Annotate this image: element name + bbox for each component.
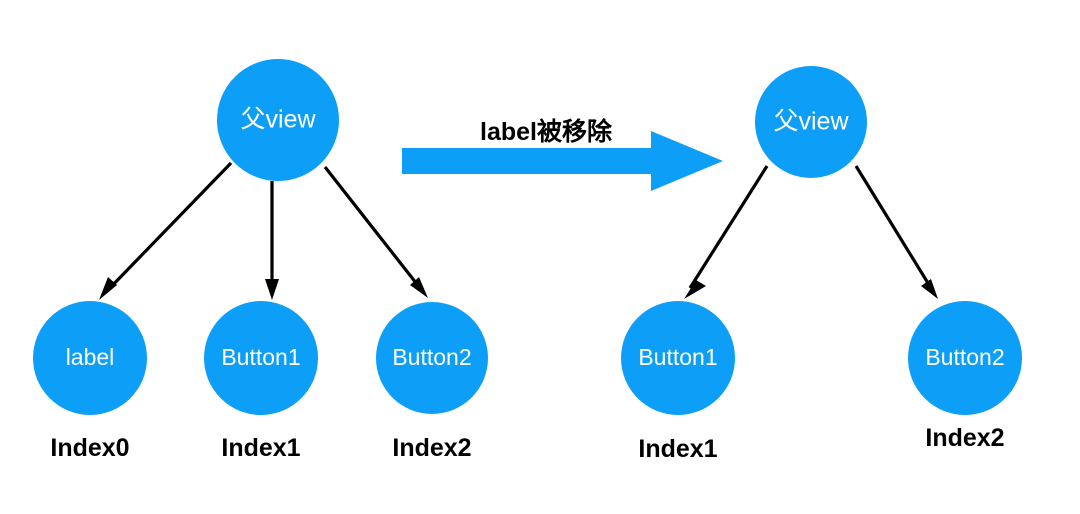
after-edges [684, 165, 938, 299]
before-child-button1[interactable]: Button1 Index1 [204, 301, 318, 462]
before-child-circle-label[interactable] [33, 301, 147, 415]
before-parent-label: 父view [240, 106, 316, 134]
before-group: 父view label Index0 Button1 Index1 Button… [33, 59, 488, 462]
edge-parent-to-button2 [323, 166, 428, 298]
after-parent-label: 父view [773, 108, 849, 136]
after-child-button1-text: Button1 [638, 344, 717, 370]
before-child-label[interactable]: label Index0 [33, 301, 147, 462]
before-child-button2-text: Button2 [392, 344, 471, 370]
after-child-circle-button2[interactable] [908, 301, 1022, 415]
after-child-circle-button1[interactable] [621, 301, 735, 415]
transition-arrow-group: label被移除 [402, 117, 723, 191]
right-block-arrow-icon [402, 131, 723, 191]
after-parent-node[interactable]: 父view [755, 66, 867, 178]
after-child-button2[interactable]: Button2 Index2 [908, 301, 1022, 452]
before-parent-circle[interactable] [217, 59, 339, 181]
after-group: 父view Button1 Index1 Button2 Index2 [621, 66, 1022, 463]
transition-label: label被移除 [480, 117, 613, 146]
after-child-button1[interactable]: Button1 Index1 [621, 301, 735, 463]
before-child-button2[interactable]: Button2 Index2 [376, 302, 488, 462]
before-child-circle-button1[interactable] [204, 301, 318, 415]
edge-parent-to-button2-after [854, 165, 938, 299]
after-child-button2-text: Button2 [925, 344, 1004, 370]
edge-parent-to-button1-after [684, 165, 769, 299]
edge-parent-to-label [99, 161, 233, 300]
after-index-caption-1: Index1 [638, 435, 717, 463]
before-parent-node[interactable]: 父view [217, 59, 339, 181]
after-index-caption-2: Index2 [925, 424, 1004, 452]
before-edges [99, 161, 428, 300]
after-parent-circle[interactable] [755, 66, 867, 178]
before-index-caption-2: Index2 [392, 434, 471, 462]
before-index-caption-1: Index1 [221, 434, 300, 462]
edge-parent-to-button1 [265, 181, 279, 300]
before-index-caption-0: Index0 [50, 434, 129, 462]
before-child-label-text: label [66, 344, 115, 370]
before-child-button1-text: Button1 [221, 344, 300, 370]
before-child-circle-button2[interactable] [376, 302, 488, 414]
